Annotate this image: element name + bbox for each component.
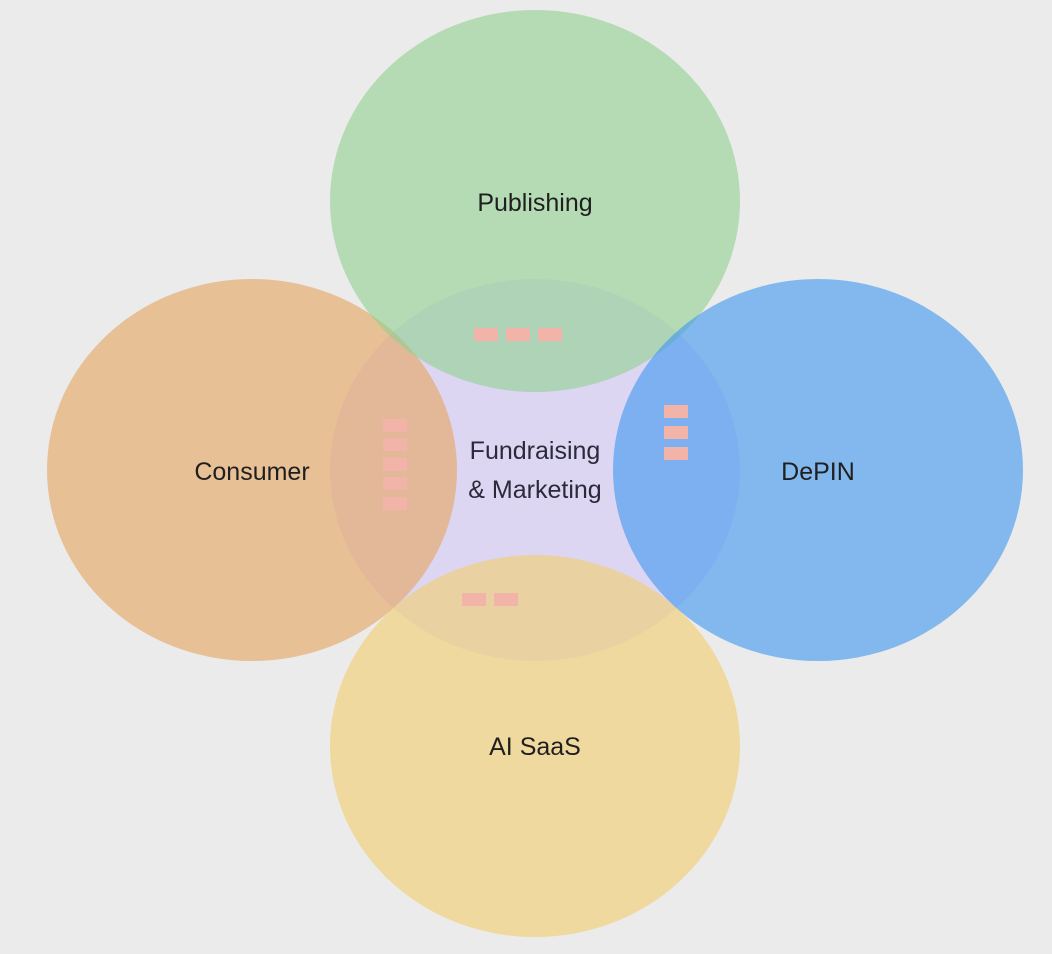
depin-label: DePIN <box>781 458 855 486</box>
sticky-note[interactable] <box>538 328 562 341</box>
sticky-note-group-publishing <box>474 328 562 341</box>
sticky-note-group-ai-saas <box>462 593 518 606</box>
circle-fundraising-marketing[interactable] <box>330 279 740 661</box>
sticky-note[interactable] <box>664 405 688 418</box>
circle-ai-saas[interactable] <box>330 555 740 937</box>
marketing-label: & Marketing <box>468 476 601 504</box>
consumer-label: Consumer <box>194 458 309 486</box>
sticky-note-group-depin <box>664 405 688 460</box>
sticky-note[interactable] <box>474 328 498 341</box>
sticky-note[interactable] <box>383 419 407 432</box>
sticky-note[interactable] <box>664 426 688 439</box>
sticky-note-group-consumer <box>383 419 407 510</box>
sticky-note[interactable] <box>383 477 407 490</box>
ai-saas-label: AI SaaS <box>489 733 581 761</box>
sticky-note[interactable] <box>506 328 530 341</box>
publishing-label: Publishing <box>477 189 592 217</box>
fundraising-label: Fundraising <box>470 437 601 465</box>
sticky-note[interactable] <box>494 593 518 606</box>
sticky-note[interactable] <box>462 593 486 606</box>
circle-consumer[interactable] <box>47 279 457 661</box>
sticky-note[interactable] <box>383 458 407 471</box>
sticky-note[interactable] <box>664 447 688 460</box>
circle-publishing[interactable] <box>330 10 740 392</box>
circle-depin[interactable] <box>613 279 1023 661</box>
sticky-note[interactable] <box>383 438 407 451</box>
sticky-note[interactable] <box>383 497 407 510</box>
